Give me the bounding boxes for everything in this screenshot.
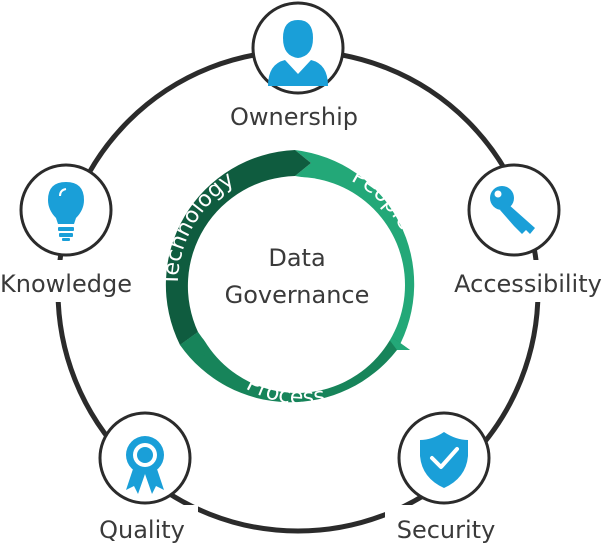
shield-check-icon [420,432,468,488]
award-badge-icon [126,436,164,494]
governance-cycle [165,150,415,403]
node-ownership: Ownership [230,1,358,131]
node-label-ownership: Ownership [230,103,358,131]
center-title-line1: Data [268,244,325,272]
node-label-accessibility: Accessibility [454,270,602,298]
key-icon [490,186,535,234]
cycle-segment-process [180,330,410,403]
person-icon [268,20,328,86]
node-security: Security [397,411,496,544]
node-label-security: Security [397,516,496,544]
cycle-segment-technology [165,150,295,345]
node-knowledge: Knowledge [0,163,132,298]
cycle-arrow-tech-to-people [295,150,311,176]
center-title-line2: Governance [225,281,370,309]
node-label-knowledge: Knowledge [0,270,132,298]
cycle-arrow-process-to-tech [180,332,205,356]
node-quality: Quality [98,411,192,544]
cycle-segment-people [295,150,415,350]
node-accessibility: Accessibility [454,163,602,298]
lightbulb-icon [48,182,84,241]
cycle-center-disc [189,177,405,393]
node-label-quality: Quality [99,516,185,544]
